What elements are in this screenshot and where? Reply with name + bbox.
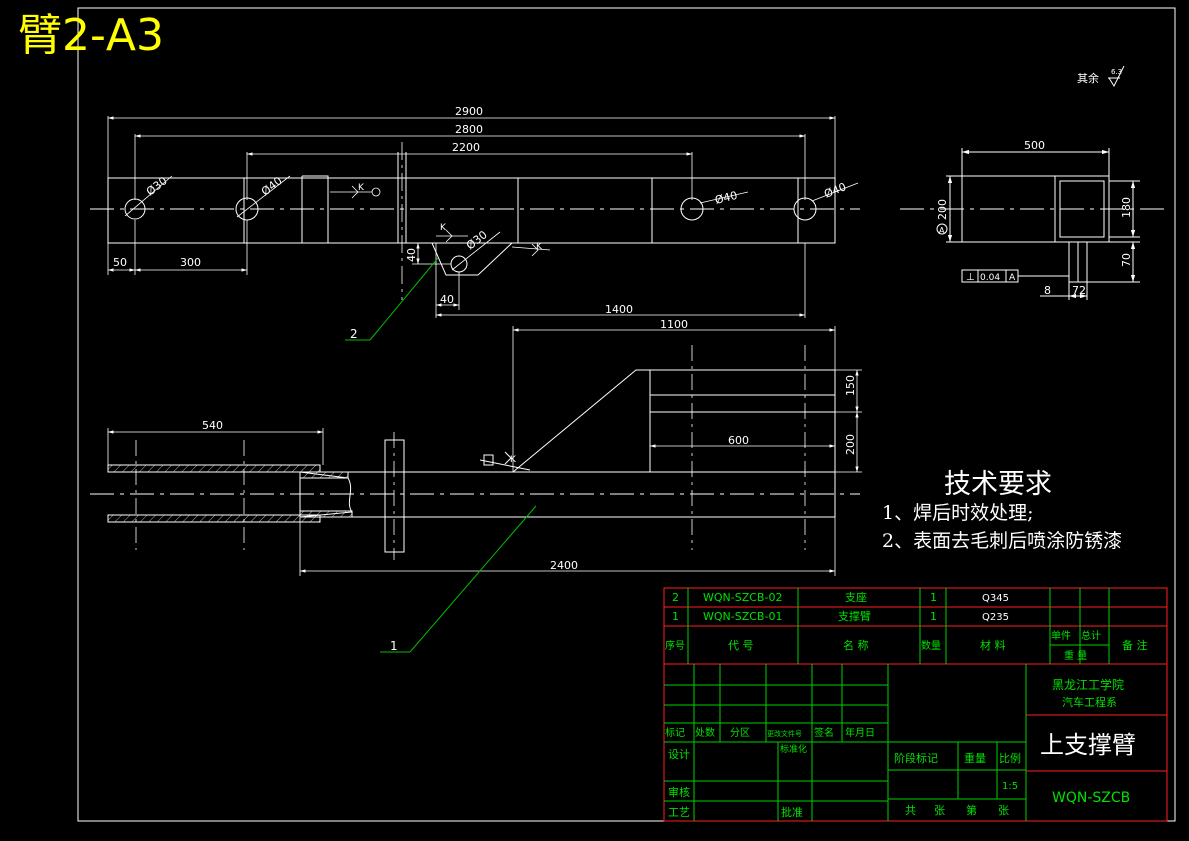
- technical-requirements-title: 技术要求: [944, 469, 1052, 500]
- header-no: 序号: [665, 639, 685, 652]
- roughness-note: 其余: [1077, 72, 1099, 85]
- header-material: 材 料: [980, 638, 1006, 652]
- label-total: 共: [905, 804, 916, 817]
- label-signature: 签名: [814, 726, 834, 739]
- tolerance-datum: A: [1009, 273, 1016, 283]
- dim-200-v: 200: [936, 199, 949, 220]
- dim-600: 600: [728, 434, 749, 447]
- label-change-doc: 更改文件号: [767, 729, 802, 738]
- top-dimensions: [107, 326, 862, 576]
- balloon-2: 2: [350, 327, 358, 341]
- dim-2200: 2200: [452, 141, 480, 154]
- label-weight: 重量: [964, 751, 986, 765]
- header-remarks: 备 注: [1122, 638, 1148, 652]
- label-approve: 批准: [781, 805, 803, 819]
- scale-value: 1:5: [1002, 781, 1018, 792]
- label-date: 年月日: [845, 726, 875, 739]
- dim-1400: 1400: [605, 303, 633, 316]
- bom-row-2-qty: 1: [930, 591, 937, 604]
- bom-row-1-code: WQN-SZCB-01: [703, 610, 782, 623]
- dim-540: 540: [202, 419, 223, 432]
- label-stage-mark: 阶段标记: [894, 751, 938, 765]
- header-unit-weight: 单件: [1051, 630, 1071, 642]
- dim-phi40-b: Ø40: [714, 189, 739, 207]
- roughness-value: 6.3: [1111, 68, 1122, 76]
- front-dimensions: [107, 116, 859, 318]
- label-mark: 标记: [665, 727, 685, 739]
- tolerance-symbol: ⊥: [966, 272, 975, 283]
- dim-40-v: 40: [405, 248, 418, 262]
- technical-requirement-2: 2、表面去毛刺后喷涂防锈漆: [882, 530, 1123, 552]
- header-code: 代 号: [728, 639, 754, 652]
- front-view: [107, 152, 836, 276]
- weld-symbol-3: K: [536, 242, 543, 252]
- label-zone: 分区: [730, 727, 750, 739]
- sheet-title: 臂2-A3: [18, 10, 164, 61]
- bom-row-1-name: 支撑臂: [838, 609, 871, 623]
- dim-2900: 2900: [455, 105, 483, 118]
- drawing-name: 上支撑臂: [1040, 731, 1136, 759]
- bom-row-2-name: 支座: [845, 590, 867, 604]
- dim-150: 150: [844, 375, 857, 396]
- label-sheet-no: 第: [966, 803, 977, 817]
- label-count: 处数: [695, 726, 715, 739]
- drawing-border: [77, 7, 1176, 822]
- dim-50: 50: [113, 256, 127, 269]
- label-sheet: 张: [998, 804, 1009, 817]
- header-qty: 数量: [921, 639, 941, 652]
- dim-300: 300: [180, 256, 201, 269]
- school-name: 黑龙江工学院: [1052, 677, 1124, 692]
- dim-200-b: 200: [844, 434, 857, 455]
- technical-requirement-1: 1、焊后时效处理;: [882, 502, 1034, 524]
- label-scale: 比例: [999, 751, 1021, 765]
- drawing-number: WQN-SZCB: [1052, 790, 1130, 806]
- label-standardize: 标准化: [780, 743, 807, 755]
- dim-8: 8: [1044, 284, 1051, 297]
- dim-1100: 1100: [660, 318, 688, 331]
- bom-row-1-qty: 1: [930, 610, 937, 623]
- roughness-symbol: [1108, 65, 1125, 88]
- datum-a-label: A: [939, 226, 945, 235]
- bom-row-1-material: Q235: [982, 612, 1009, 623]
- label-review: 审核: [668, 785, 690, 799]
- department-name: 汽车工程系: [1062, 695, 1117, 709]
- tolerance-value: 0.04: [980, 273, 1000, 283]
- balloon-1: 1: [390, 639, 398, 653]
- bom-row-2-no: 2: [672, 591, 679, 604]
- dim-180: 180: [1120, 197, 1133, 218]
- bom-row-2-code: WQN-SZCB-02: [703, 591, 782, 604]
- parts-list: [663, 587, 1168, 822]
- bom-row-2-material: Q345: [982, 593, 1009, 604]
- weld-symbol-2: K: [440, 223, 447, 233]
- weld-symbol-4: K: [510, 455, 517, 465]
- balloon-leaders: [345, 257, 537, 653]
- label-process: 工艺: [668, 806, 690, 819]
- weld-symbol-1: K: [358, 183, 365, 193]
- dim-70: 70: [1120, 253, 1133, 267]
- dim-phi30-b: Ø30: [464, 228, 490, 252]
- dim-500: 500: [1024, 139, 1045, 152]
- dim-2800: 2800: [455, 123, 483, 136]
- header-name: 名 称: [843, 638, 869, 652]
- top-view: [107, 369, 836, 553]
- bom-row-1-no: 1: [672, 610, 679, 623]
- header-weight: 重 量: [1064, 649, 1087, 662]
- dim-72: 72: [1072, 284, 1086, 297]
- dim-2400: 2400: [550, 559, 578, 572]
- header-total-weight: 总计: [1081, 629, 1101, 642]
- label-design: 设计: [668, 748, 690, 761]
- dim-40-h: 40: [440, 293, 454, 306]
- label-sheets: 张: [934, 804, 945, 817]
